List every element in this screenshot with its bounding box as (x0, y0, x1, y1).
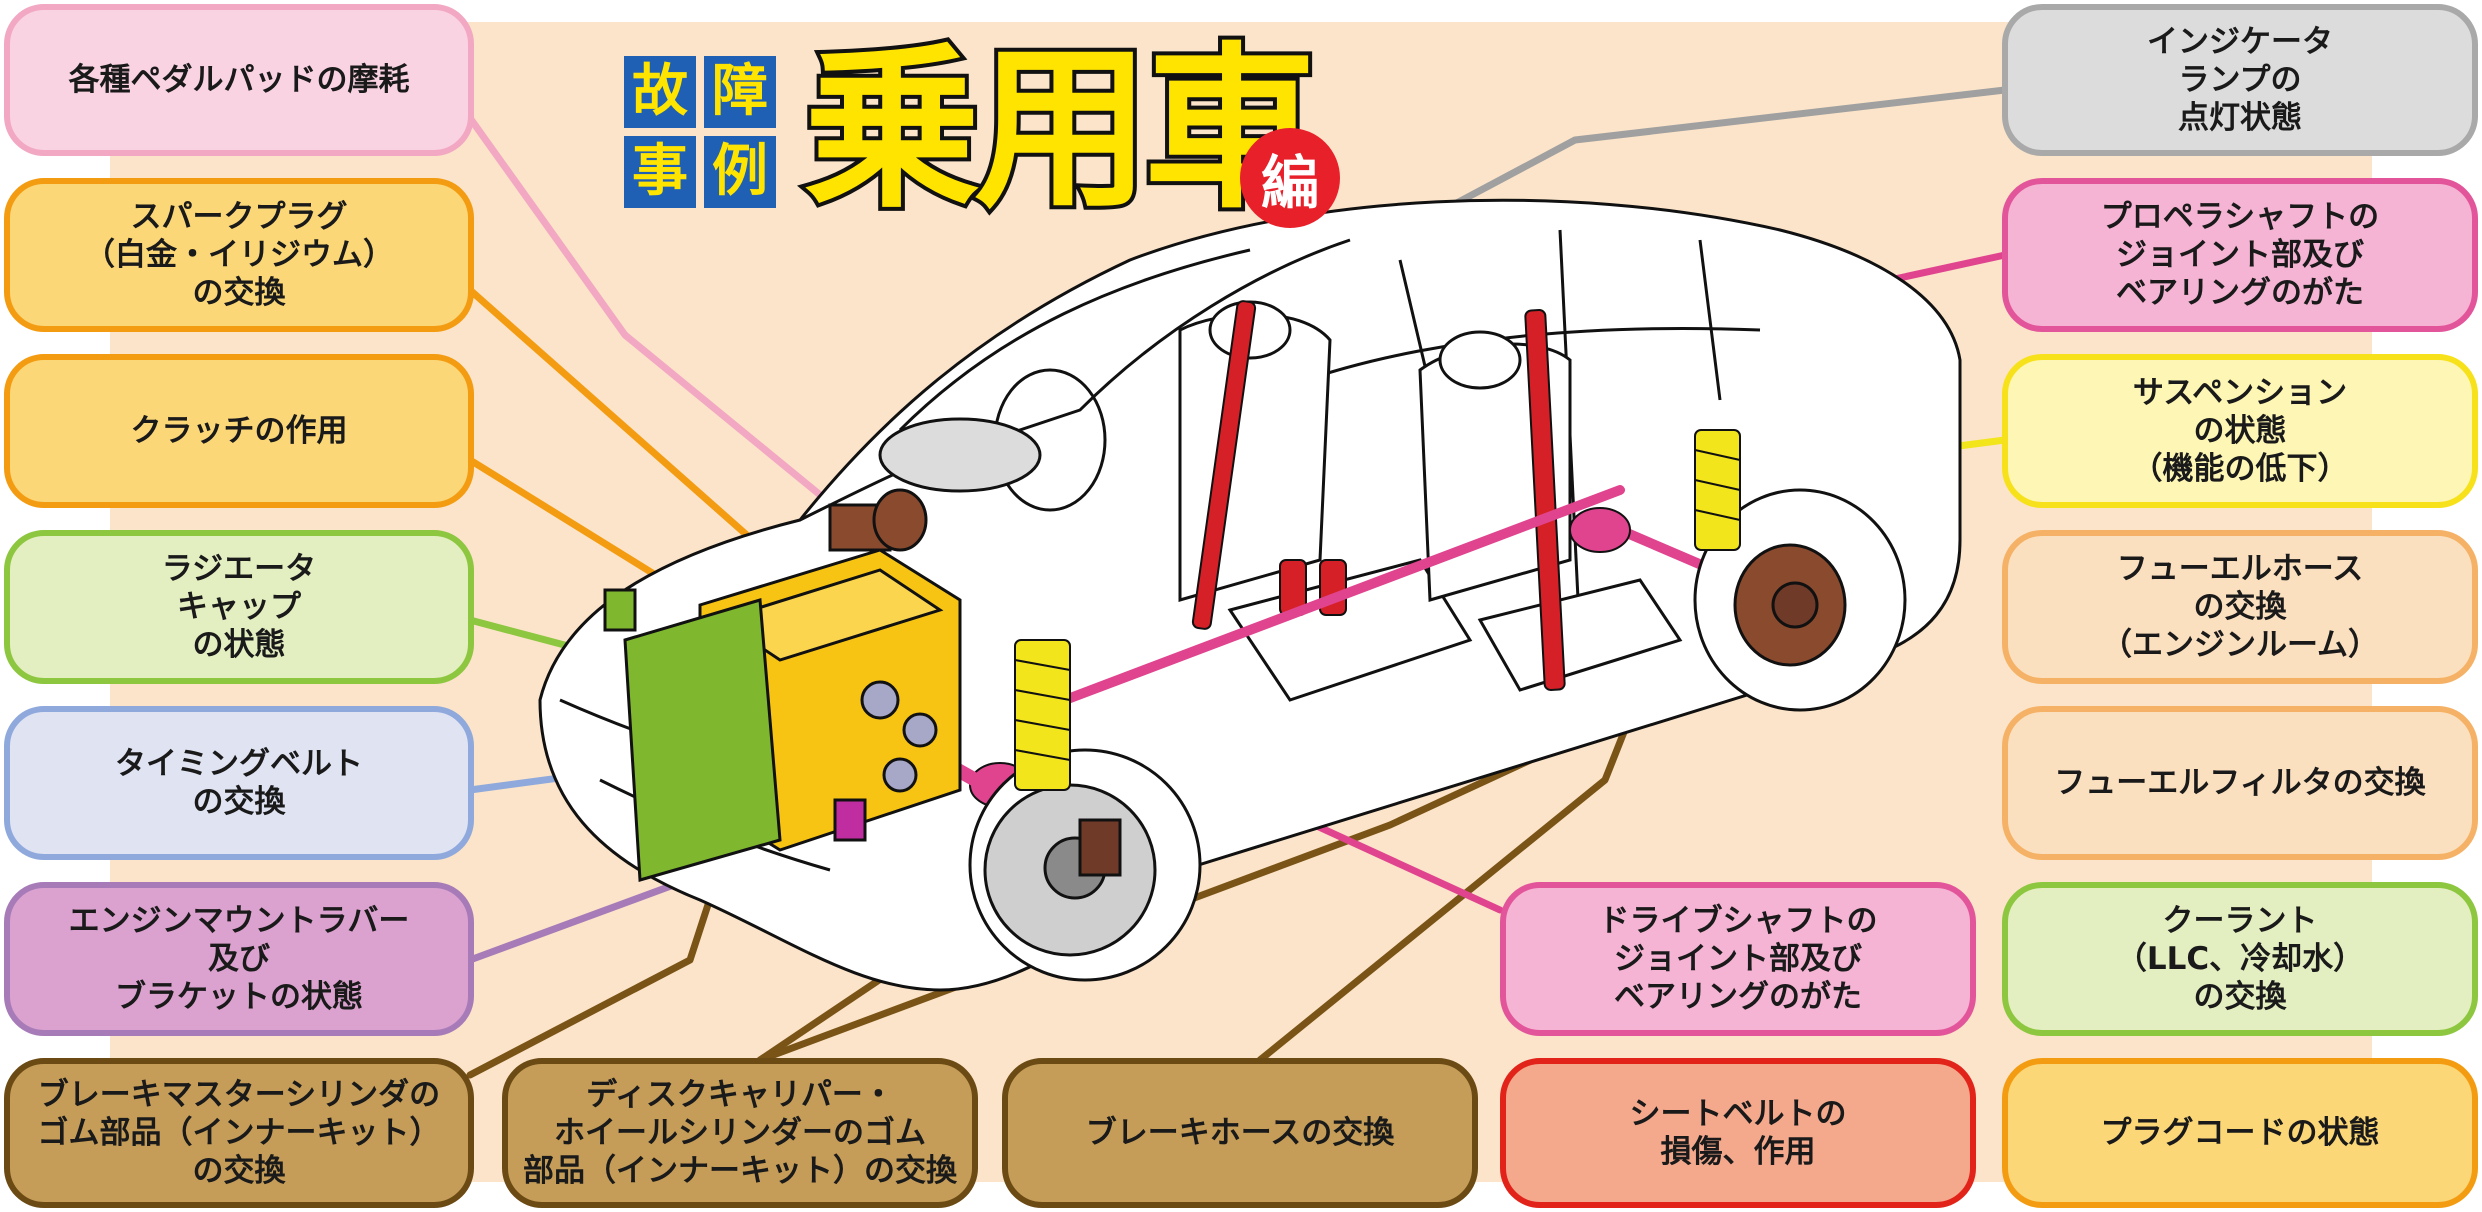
title-char-2: 障 (704, 56, 776, 128)
leader-spark-plug (466, 286, 779, 564)
callout-radiator-cap: ラジエータ キャップ の状態 (4, 530, 474, 684)
rear-wheel (1693, 488, 1907, 712)
steering-and-dash (878, 368, 1107, 512)
callout-indicator-lamp: インジケータ ランプの 点灯状態 (2002, 4, 2478, 156)
callout-clutch: クラッチの作用 (4, 354, 474, 508)
page-title: 乗用車 (800, 27, 1324, 232)
radiator (603, 588, 782, 882)
callout-pedal-pad: 各種ペダルパッドの摩耗 (4, 4, 474, 156)
front-wheel (968, 748, 1202, 982)
callout-timing-belt: タイミングベルト の交換 (4, 706, 474, 860)
title-char-4: 例 (704, 136, 776, 208)
callout-brake-master: ブレーキマスターシリンダの ゴム部品（インナーキット） の交換 (4, 1058, 474, 1208)
title-badge: 編 (1240, 128, 1340, 228)
callout-fuel-hose: フューエルホース の交換 （エンジンルーム） (2002, 530, 2478, 684)
title-char-1: 故 (624, 56, 696, 128)
callout-drive-shaft: ドライブシャフトの ジョイント部及び ベアリングのがた (1500, 882, 1976, 1036)
title-char-3: 事 (624, 136, 696, 208)
callout-suspension: サスペンション の状態 （機能の低下） (2002, 354, 2478, 508)
callout-propeller-shaft: プロペラシャフトの ジョイント部及び ベアリングのがた (2002, 178, 2478, 332)
callout-fuel-filter: フューエルフィルタの交換 (2002, 706, 2478, 860)
front-spring (1014, 639, 1071, 791)
callout-coolant: クーラント （LLC、冷却水） の交換 (2002, 882, 2478, 1036)
callout-plug-cord: プラグコードの状態 (2002, 1058, 2478, 1208)
callout-spark-plug: スパークプラグ （白金・イリジウム） の交換 (4, 178, 474, 332)
callout-engine-mount: エンジンマウントラバー 及び ブラケットの状態 (4, 882, 474, 1036)
callout-seat-belt: シートベルトの 損傷、作用 (1500, 1058, 1976, 1208)
callout-disc-caliper: ディスクキャリパー・ ホイールシリンダーのゴム 部品（インナーキット）の交換 (502, 1058, 978, 1208)
callout-brake-hose: ブレーキホースの交換 (1002, 1058, 1478, 1208)
rear-spring (1694, 429, 1741, 551)
